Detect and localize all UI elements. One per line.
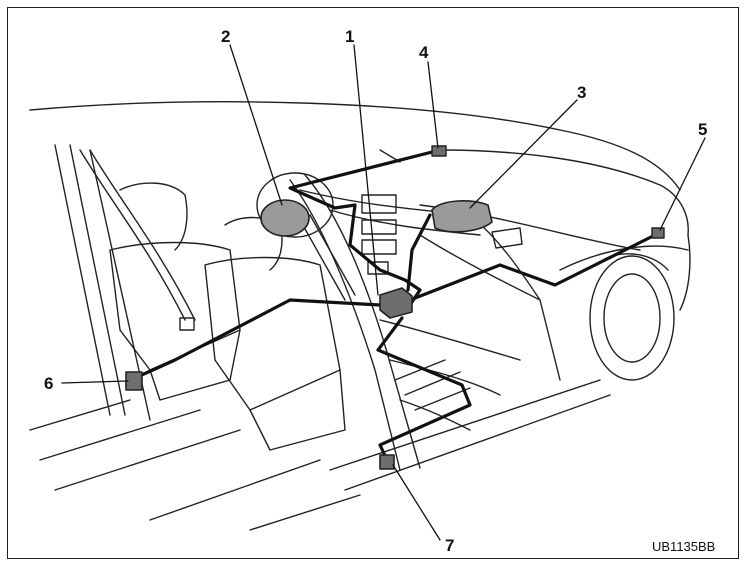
callout-3: 3 — [577, 83, 587, 102]
components — [125, 145, 665, 470]
callout-7: 7 — [445, 536, 455, 555]
leader-lines — [61, 44, 706, 541]
right-side-sensor — [379, 454, 395, 470]
car-body-outline — [29, 101, 691, 531]
callout-5: 5 — [698, 120, 708, 139]
figure-code: UB1135BB — [652, 539, 716, 554]
callout-1: 1 — [345, 27, 355, 46]
callout-6: 6 — [44, 374, 54, 393]
steering-airbag — [260, 199, 310, 237]
front-side-sensor — [651, 227, 665, 239]
callout-2: 2 — [221, 27, 231, 46]
diagram-frame — [7, 7, 739, 559]
airbag-control-module — [379, 287, 413, 319]
front-sensor — [431, 145, 447, 157]
passenger-airbag — [431, 200, 493, 233]
wiring-harness — [133, 148, 657, 464]
callout-4: 4 — [419, 43, 429, 62]
